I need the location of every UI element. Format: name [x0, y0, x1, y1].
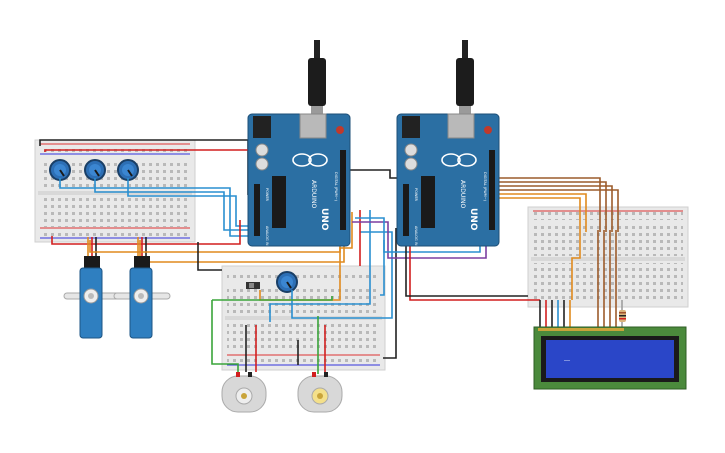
arduino-logo-icon: [292, 153, 328, 167]
arduino-uno-label: UNO: [468, 208, 478, 231]
usb-cable-icon: [308, 40, 326, 116]
arduino-digital-label: DIGITAL (PWM~): [483, 172, 487, 202]
breadboard-right[interactable]: [527, 206, 689, 308]
potentiometer-icon[interactable]: [84, 159, 106, 181]
servo-icon[interactable]: [63, 256, 121, 339]
arduino-board[interactable]: ARDUINO UNO DIGITAL (PWM~) ANALOG IN POW…: [396, 113, 500, 247]
arduino-board[interactable]: ARDUINO UNO DIGITAL (PWM~) ANALOG IN POW…: [247, 113, 351, 247]
arduino-model-label: ARDUINO: [310, 180, 317, 209]
arduino-digital-label: DIGITAL (PWM~): [334, 172, 338, 202]
breadboard-left[interactable]: [34, 139, 196, 243]
arduino-analog-label: ANALOG IN: [265, 226, 269, 246]
resistor-icon[interactable]: [619, 300, 626, 328]
arduino-uno-label: UNO: [319, 208, 329, 231]
dc-motor-icon[interactable]: [297, 372, 343, 413]
arduino-model-label: ARDUINO: [459, 180, 466, 209]
wires: [39, 139, 619, 374]
usb-cable-icon: [456, 40, 474, 116]
potentiometer-icon[interactable]: [117, 159, 139, 181]
potentiometer-icon[interactable]: [276, 271, 298, 293]
arduino-analog-label: ANALOG IN: [414, 226, 418, 246]
servo-icon[interactable]: [113, 256, 171, 339]
dc-motor-icon[interactable]: [221, 372, 267, 413]
potentiometer-icon[interactable]: [49, 159, 71, 181]
arduino-logo-icon: [441, 153, 477, 167]
slide-switch-icon[interactable]: [246, 282, 260, 289]
arduino-power-label: POWER: [414, 188, 418, 202]
lcd-text: _: [564, 350, 571, 361]
lcd-display[interactable]: _: [533, 326, 687, 390]
arduino-power-label: POWER: [265, 188, 269, 202]
